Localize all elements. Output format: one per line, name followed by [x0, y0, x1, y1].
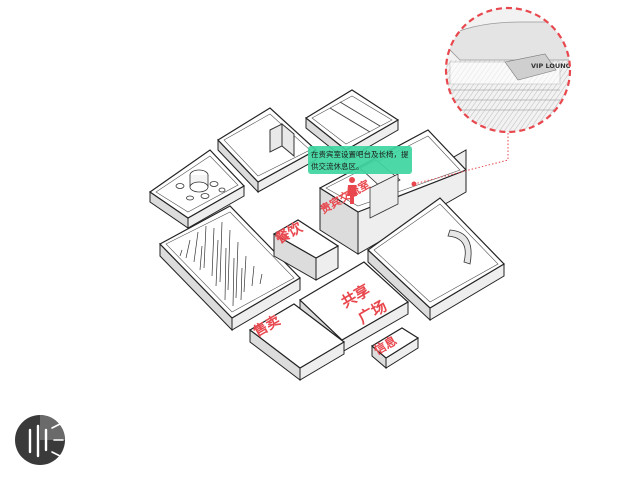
callout-text-line2: 供交流休息区。 [311, 161, 364, 171]
callout-text-line1: 在贵宾室设置吧台及长椅，提 [311, 149, 409, 159]
vip-lounge-inset: VIP LOUNGE [440, 6, 580, 140]
block-info: 信息 [371, 328, 418, 368]
callout-bubble: 在贵宾室设置吧台及长椅，提 供交流休息区。 [308, 146, 412, 174]
sundial-logo-icon [15, 415, 65, 465]
room-spikes [160, 206, 300, 330]
